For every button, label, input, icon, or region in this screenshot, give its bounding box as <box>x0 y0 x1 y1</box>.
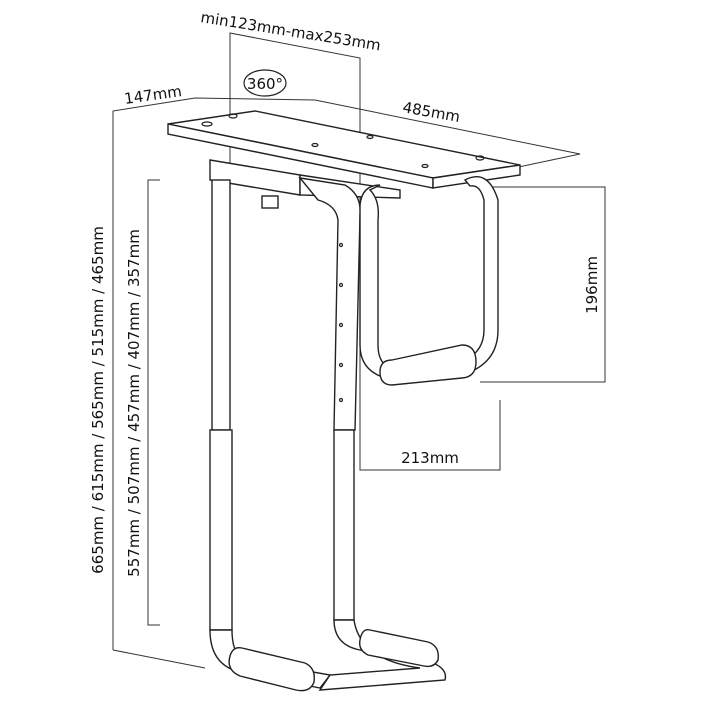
bottom-base <box>209 619 447 692</box>
depth-label: 147mm <box>123 82 183 108</box>
inner-height-bracket <box>147 179 160 626</box>
holder-height-dimension <box>480 186 606 383</box>
column-tubes <box>209 177 361 631</box>
holder-height-label: 196mm <box>583 256 601 314</box>
inner-heights-label: 557mm / 507mm / 457mm / 407mm / 357mm <box>125 229 143 577</box>
top-plate-outline-dimension <box>112 97 581 650</box>
holder-depth-label: 213mm <box>401 449 459 467</box>
rotation-label: 360° <box>247 75 283 93</box>
total-heights-label: 665mm / 615mm / 565mm / 515mm / 465mm <box>89 226 107 574</box>
total-height-base-line <box>112 649 206 669</box>
rotation-360-icon: 360° <box>243 69 287 97</box>
clamp-range-label: min123mm-max253mm <box>199 8 382 54</box>
width-label: 485mm <box>401 98 461 126</box>
side-holder-arm <box>359 176 499 386</box>
holder-depth-dimension <box>359 400 501 471</box>
